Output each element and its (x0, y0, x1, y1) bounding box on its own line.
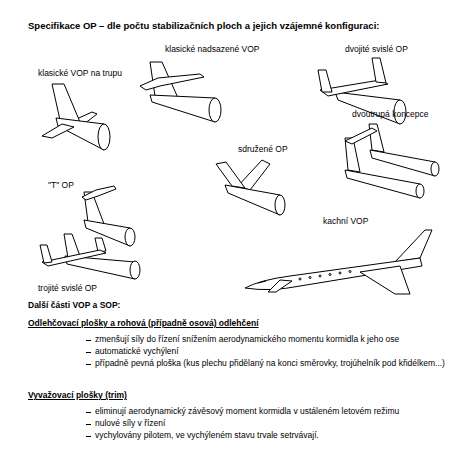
triple-fin-figure-stroke (40, 245, 52, 263)
v-tail-figure-stroke (225, 185, 280, 215)
canard-aircraft-figure-stroke (268, 280, 292, 292)
v-tail-figure-stroke (275, 195, 285, 215)
section-heading: Další části VOP a SOP: (28, 300, 120, 311)
figure-label: trojité svislé OP (38, 283, 97, 294)
bullet-text: eliminují aerodynamický závěsový moment … (95, 406, 399, 417)
canard-aircraft-figure-stroke (329, 274, 331, 276)
t-tail-figure-stroke (82, 186, 116, 200)
bullet-text: nulové síly v řízení (95, 418, 165, 429)
v-tail-figure-stroke (216, 162, 245, 188)
raised-tail-figure-stroke (150, 95, 215, 122)
twin-fin-figure-stroke (318, 70, 332, 92)
subsection-heading: Odlehčovací plošky a rohová (případně os… (28, 318, 259, 329)
figure-label: klasické VOP na trupu (38, 68, 122, 79)
conventional-tail-figure-stroke (98, 124, 110, 150)
twin-boom-figure-stroke (370, 150, 435, 176)
canard-aircraft-figure-stroke (319, 275, 321, 277)
bullet-text: vychylovány pilotem, ve vychýleném stavu… (95, 430, 319, 441)
conventional-tail-figure-stroke (56, 118, 104, 150)
figure-label: "T" OP (48, 180, 74, 191)
twin-boom-figure (345, 124, 439, 198)
bullet-text: automatické vychýlení (95, 346, 179, 357)
canard-aircraft-figure-stroke (349, 271, 351, 273)
canard-aircraft-figure-stroke (309, 277, 311, 279)
subsection-heading: Vyvažovací plošky (trim) (28, 390, 127, 401)
raised-tail-figure (140, 62, 221, 122)
bullet-dash (86, 340, 91, 341)
twin-fin-figure-stroke (372, 58, 386, 83)
figure-label: dvojité svislé OP (345, 44, 408, 55)
canard-aircraft-figure-stroke (299, 278, 301, 280)
bullet-dash (86, 424, 91, 425)
canard-aircraft-figure-stroke (360, 266, 410, 294)
twin-boom-figure-stroke (431, 162, 439, 176)
twin-boom-figure-stroke (345, 170, 420, 198)
t-tail-figure-stroke (84, 220, 130, 246)
conventional-tail-figure-stroke (52, 84, 80, 122)
conventional-tail-figure (42, 84, 110, 150)
canard-aircraft-figure-stroke (339, 272, 341, 274)
t-tail-figure-stroke (125, 228, 135, 246)
triple-fin-figure (40, 234, 140, 279)
t-tail-figure (82, 186, 135, 246)
bullet-dash (86, 436, 91, 437)
figure-label: sdružené OP (238, 144, 288, 155)
v-tail-figure (216, 160, 285, 215)
figure-label: dvoutrupá koncepce (352, 109, 429, 120)
twin-boom-figure-stroke (345, 128, 377, 144)
conventional-tail-figure-stroke (42, 124, 74, 138)
raised-tail-figure-stroke (209, 98, 221, 122)
figure-label: kachní VOP (323, 216, 368, 227)
twin-fin-figure-stroke (335, 92, 400, 124)
bullet-dash (86, 352, 91, 353)
bullet-dash (86, 412, 91, 413)
triple-fin-figure-stroke (42, 250, 106, 266)
bullet-text: zmenšují síly do řízení snížením aerodyn… (95, 334, 399, 345)
twin-boom-figure-stroke (416, 184, 424, 198)
canard-aircraft-figure-stroke (395, 230, 432, 262)
bullet-text: případně pevná ploška (kus plechu přiděl… (95, 358, 445, 369)
bullet-dash (86, 364, 91, 365)
page-title: Specifikace OP – dle počtu stabilizačníc… (28, 20, 379, 31)
triple-fin-figure-stroke (130, 261, 140, 279)
canard-aircraft-figure (245, 230, 432, 294)
raised-tail-figure-stroke (140, 74, 204, 90)
canard-aircraft-figure-stroke (258, 281, 266, 283)
figure-label: klasické nadsazené VOP (165, 44, 260, 55)
